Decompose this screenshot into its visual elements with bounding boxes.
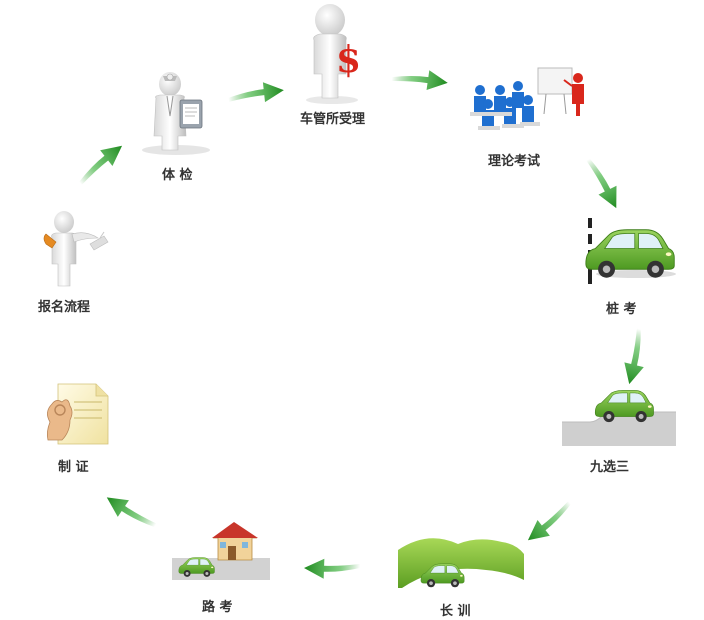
classroom-icon bbox=[470, 67, 584, 130]
money-figure-icon: $ bbox=[306, 4, 361, 104]
flow-arrow-7 bbox=[303, 558, 361, 580]
step-label-train: 长 训 bbox=[440, 604, 471, 619]
step-dmv: $ 车管所受理 bbox=[288, 2, 398, 132]
flow-arrow-4 bbox=[582, 153, 626, 213]
flow-arrow-8 bbox=[101, 489, 159, 537]
step-label-registration: 报名流程 bbox=[38, 300, 91, 315]
phone-figure-icon bbox=[43, 210, 109, 287]
step-license: 制 证 bbox=[40, 382, 120, 476]
step-train: 长 训 bbox=[398, 530, 528, 620]
car-slope-icon bbox=[562, 390, 676, 446]
car-hills-icon bbox=[398, 538, 524, 588]
step-pile: 桩 考 bbox=[584, 214, 684, 318]
step-label-license: 制 证 bbox=[58, 460, 89, 475]
step-nine: 九选三 bbox=[562, 388, 678, 478]
step-road: 路 考 bbox=[172, 520, 272, 615]
house-road-icon bbox=[172, 522, 270, 580]
step-theory: 理论考试 bbox=[466, 64, 596, 174]
doctor-clipboard-icon bbox=[142, 72, 210, 155]
step-label-pile: 桩 考 bbox=[606, 302, 637, 317]
flow-arrow-1 bbox=[71, 137, 129, 189]
step-medical: 体 检 bbox=[126, 66, 226, 186]
step-registration: 报名流程 bbox=[24, 208, 124, 318]
svg-text:$: $ bbox=[336, 39, 361, 81]
step-label-road: 路 考 bbox=[202, 600, 233, 615]
flow-arrow-2 bbox=[227, 80, 285, 106]
step-label-nine: 九选三 bbox=[590, 460, 630, 475]
flow-arrow-5 bbox=[619, 327, 653, 387]
flow-arrow-6 bbox=[521, 497, 579, 549]
step-label-medical: 体 检 bbox=[162, 168, 193, 183]
flow-arrow-3 bbox=[390, 65, 450, 93]
ok-hand-document-icon bbox=[46, 383, 109, 445]
car-pole-icon bbox=[585, 218, 676, 284]
step-label-theory: 理论考试 bbox=[488, 154, 541, 169]
step-label-dmv: 车管所受理 bbox=[300, 112, 366, 127]
